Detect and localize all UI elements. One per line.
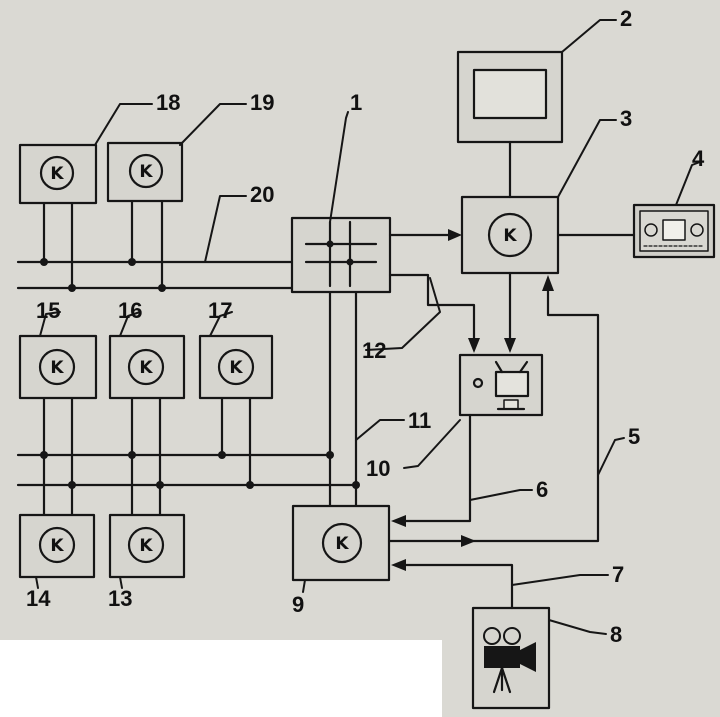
junction-dots bbox=[40, 258, 360, 489]
callout-13: 13 bbox=[108, 586, 132, 611]
callout-20: 20 bbox=[250, 182, 274, 207]
k-symbol-18: K bbox=[50, 164, 64, 184]
tv-unit-10 bbox=[458, 353, 544, 417]
leader-lines bbox=[35, 19, 701, 635]
module-9 bbox=[291, 504, 391, 582]
callout-7: 7 bbox=[612, 562, 624, 587]
callout-2: 2 bbox=[620, 6, 632, 31]
callout-10: 10 bbox=[366, 456, 390, 481]
callout-8: 8 bbox=[610, 622, 622, 647]
callout-14: 14 bbox=[26, 586, 51, 611]
k-symbol-17: K bbox=[229, 358, 243, 378]
k-symbol-15: K bbox=[50, 358, 64, 378]
callout-17: 17 bbox=[208, 298, 232, 323]
k-symbol-13: K bbox=[139, 536, 153, 556]
k-symbol-19: K bbox=[139, 162, 153, 182]
callout-16: 16 bbox=[118, 298, 142, 323]
module-19 bbox=[106, 141, 184, 203]
callout-numbers: 1 2 3 4 5 6 7 8 9 10 11 12 13 14 15 16 1… bbox=[26, 6, 705, 647]
callout-3: 3 bbox=[620, 106, 632, 131]
k-symbol-3: K bbox=[503, 226, 517, 246]
callout-6: 6 bbox=[536, 477, 548, 502]
module-13 bbox=[108, 513, 186, 579]
blank-area bbox=[0, 640, 442, 717]
k-symbol-14: K bbox=[50, 536, 64, 556]
signal-lines bbox=[387, 229, 600, 610]
display-2 bbox=[456, 50, 564, 199]
k-symbol-16: K bbox=[139, 358, 153, 378]
module-18 bbox=[18, 143, 98, 205]
camera-unit-8 bbox=[471, 606, 551, 710]
module-15 bbox=[18, 334, 98, 400]
callout-4: 4 bbox=[692, 146, 705, 171]
module-16 bbox=[108, 334, 186, 400]
callout-11: 11 bbox=[408, 408, 431, 433]
radio-unit-4 bbox=[556, 203, 716, 259]
k-symbol-9: K bbox=[335, 534, 349, 554]
module-symbols: K K K K K K K K K bbox=[50, 162, 517, 556]
callout-9: 9 bbox=[292, 592, 304, 617]
callout-1: 1 bbox=[350, 90, 362, 115]
module-14 bbox=[18, 513, 96, 579]
callout-19: 19 bbox=[250, 90, 274, 115]
callout-5: 5 bbox=[628, 424, 640, 449]
module-17 bbox=[198, 334, 274, 400]
callout-12: 12 bbox=[362, 338, 386, 363]
callout-15: 15 bbox=[36, 298, 60, 323]
callout-18: 18 bbox=[156, 90, 180, 115]
gateway-module-1 bbox=[290, 216, 392, 294]
